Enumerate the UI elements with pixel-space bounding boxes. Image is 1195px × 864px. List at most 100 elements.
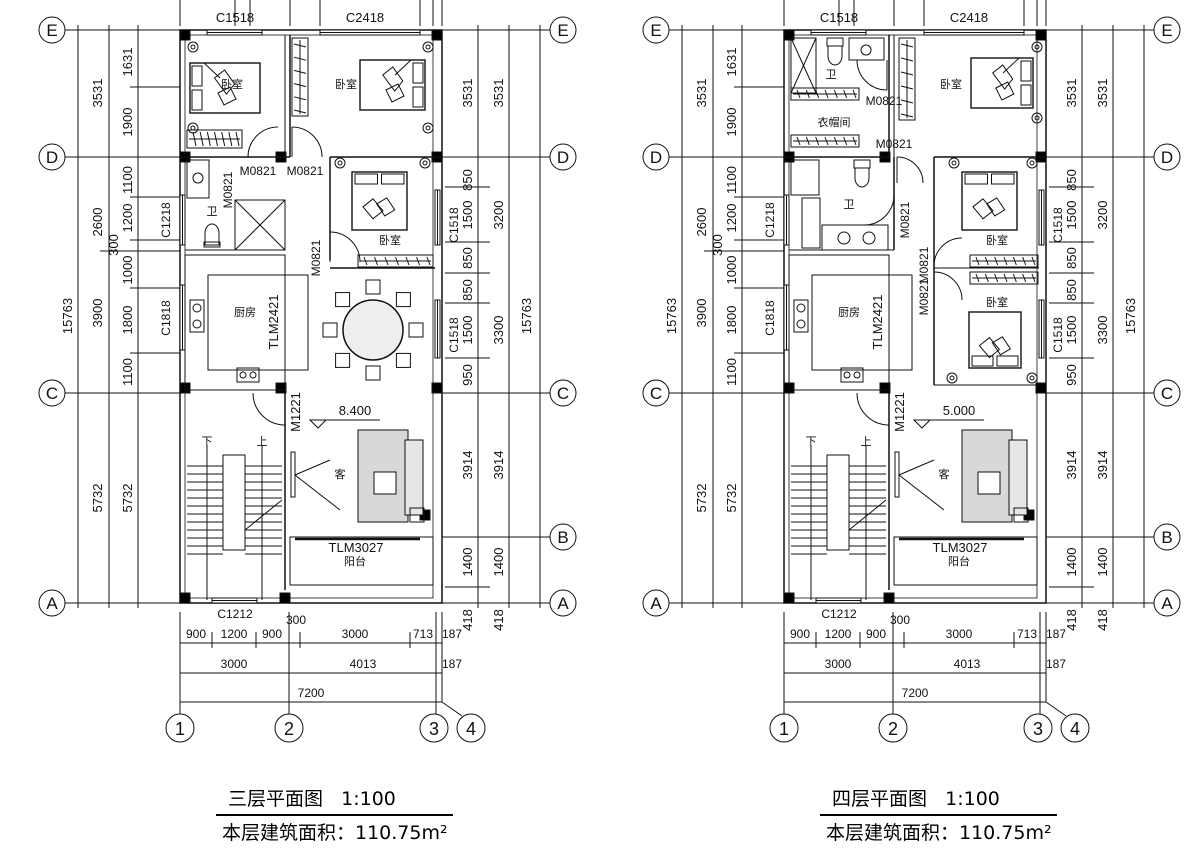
room-label-bath: 卫 (207, 206, 218, 218)
window-label-top-1: C1518 (216, 10, 254, 25)
door-label-2: M0821 (876, 137, 913, 151)
view-line (898, 474, 945, 511)
hanger (1022, 256, 1027, 266)
wardrobe-frame (790, 134, 860, 148)
plan-title: 三层平面图 1:100 (228, 784, 396, 811)
cushion-icon (972, 197, 1006, 220)
axis-label-A: A (650, 594, 662, 613)
dim-bottom-row1: 713 (1017, 627, 1037, 641)
dining-table-icon (322, 279, 424, 381)
lamp-center (425, 125, 431, 131)
floor-area-label: 本层建筑面积：110.75m² (826, 822, 1052, 844)
burner (192, 303, 202, 313)
dim-left-inner: 1800 (724, 306, 739, 335)
shower-x (234, 199, 286, 251)
pillow (964, 173, 988, 185)
bed-icon (968, 311, 1022, 369)
door-label-entry: M1221 (892, 392, 907, 432)
dim-right-inner: 850 (460, 247, 475, 269)
cushion-icon (382, 66, 405, 103)
column-icon (1035, 382, 1047, 394)
view-line (898, 459, 935, 476)
wardrobe-icon (790, 87, 860, 101)
nightstand-lamp-icon (187, 122, 199, 134)
dim-left-inner: 5732 (120, 484, 135, 513)
room-label-living: 客 (335, 467, 346, 481)
chair (335, 292, 351, 308)
hanger (815, 89, 820, 99)
side-table (409, 507, 425, 523)
dim-left-inner: 5732 (724, 484, 739, 513)
hanger (374, 256, 378, 266)
sofa-set-icon (894, 429, 1029, 523)
dim-right-inner: 1400 (1064, 548, 1079, 577)
nightstand-lamp-icon (1031, 41, 1043, 53)
column (883, 592, 895, 604)
hanger (805, 89, 810, 99)
dim-left-inner: 1100 (724, 166, 739, 194)
elevation-label: 8.400 (339, 403, 372, 418)
pillow (412, 62, 424, 84)
toilet (854, 168, 870, 188)
dim-right-top: 3531 (1064, 79, 1079, 108)
pillow (1020, 84, 1032, 106)
hanger (796, 136, 801, 146)
axis-label-3: 3 (429, 719, 439, 739)
door-arc (291, 126, 323, 158)
double-vanity (821, 224, 889, 251)
dim-right-inner: 1500 (1064, 316, 1079, 345)
stair-down-label: 下 (806, 436, 817, 448)
sink (236, 367, 260, 383)
hanger (426, 256, 431, 266)
bathtub-icon (801, 197, 821, 249)
dim-bottom-row2: 3000 (825, 657, 852, 671)
toilet (827, 46, 843, 66)
plan-scale: 1:100 (341, 788, 396, 810)
door-arc (856, 59, 888, 91)
dim-right-inner: 850 (1064, 169, 1079, 191)
dim-right-inner: 850 (460, 279, 475, 301)
lamp-center (190, 44, 196, 50)
axis-label-D: D (46, 148, 58, 167)
hanger (293, 69, 307, 74)
toilet-tank (203, 241, 221, 248)
dim-right-inner: 418 (460, 609, 475, 631)
lamp-center (949, 375, 955, 381)
door-label-kitchen: TLM2421 (266, 295, 281, 350)
hanger (984, 273, 989, 283)
table (342, 299, 404, 361)
bed-frame (359, 59, 426, 111)
axis-label-1: 1 (175, 719, 185, 739)
lamp-center (951, 160, 957, 166)
room-label-balcony: 阳台 (344, 554, 366, 568)
chair (365, 365, 381, 381)
chair (408, 322, 424, 338)
hanger (1003, 256, 1008, 266)
pillow (381, 173, 405, 185)
dim-bottom-row2: 4013 (954, 657, 981, 671)
hanger (192, 131, 197, 147)
door-swing-icon (329, 231, 361, 263)
hanger (221, 131, 226, 147)
axis-label-D: D (650, 148, 662, 167)
hanger (214, 131, 218, 147)
axis-label-2: 2 (284, 719, 294, 739)
wardrobe-frame (790, 87, 860, 101)
door-arc (252, 392, 286, 426)
window-right-1 (1038, 189, 1045, 246)
hanger (796, 89, 801, 99)
hanger (293, 96, 307, 101)
wardrobe-frame (291, 37, 309, 117)
axis-label-C: C (557, 384, 569, 403)
door-arc (933, 237, 963, 267)
wardrobe-icon (291, 37, 309, 117)
dim-total-width: 7200 (298, 686, 325, 700)
sofa-side (1008, 439, 1028, 516)
stair-up-label: 上 (257, 435, 268, 448)
dim-left-inner: 1200 (120, 204, 135, 233)
side-table (1013, 507, 1029, 523)
sheet-fold (394, 59, 412, 76)
pillow (996, 355, 1019, 367)
door-label-3: M0821 (898, 201, 912, 238)
